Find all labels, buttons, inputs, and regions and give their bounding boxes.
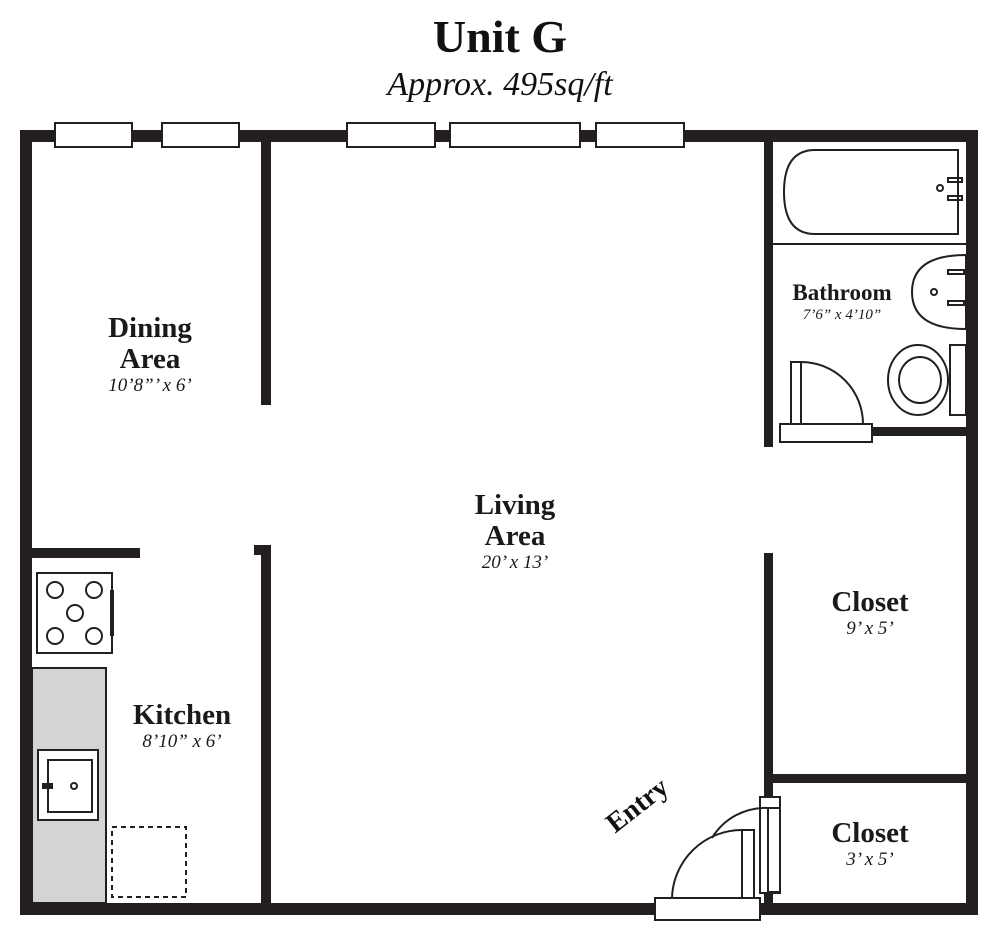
room-dining-name-2: Area xyxy=(119,343,181,375)
bath-door-swing xyxy=(800,361,864,425)
room-bathroom-dims: 7’6” x 4’10” xyxy=(802,307,882,323)
room-bathroom-name: Bathroom xyxy=(792,280,892,305)
room-closet-small-name: Closet xyxy=(831,817,909,849)
room-living-name-2: Area xyxy=(484,520,546,552)
room-dining: Dining Area 10’8”’ x 6’ xyxy=(50,313,250,397)
room-kitchen: Kitchen 8’10” x 6’ xyxy=(100,700,264,753)
room-dining-dims: 10’8”’ x 6’ xyxy=(108,375,192,396)
entry-door-threshold xyxy=(654,897,761,921)
exterior-walls xyxy=(20,130,978,915)
bathroom-fixtures xyxy=(773,149,967,443)
room-closet-large-dims: 9’ x 5’ xyxy=(846,618,894,639)
room-living: Living Area 20’ x 13’ xyxy=(415,490,615,574)
interior-walls xyxy=(32,142,966,913)
entry-doors xyxy=(654,796,781,921)
toilet xyxy=(887,344,949,416)
kitchen-fixtures xyxy=(31,572,187,904)
room-living-name-1: Living xyxy=(474,489,556,521)
room-living-dims: 20’ x 13’ xyxy=(481,552,549,573)
room-closet-small: Closet 3’ x 5’ xyxy=(790,818,950,871)
room-closet-large-name: Closet xyxy=(831,586,909,618)
fridge-space xyxy=(111,826,187,898)
bath-door-frame xyxy=(779,423,873,443)
room-closet-small-dims: 3’ x 5’ xyxy=(846,849,894,870)
room-bathroom: Bathroom 7’6” x 4’10” xyxy=(776,280,908,324)
room-closet-large: Closet 9’ x 5’ xyxy=(790,587,950,640)
entry-door-swing-2 xyxy=(711,806,769,839)
room-dining-name-1: Dining xyxy=(108,312,192,344)
sink xyxy=(910,253,967,331)
plan-title: Unit G xyxy=(432,11,568,62)
entry-door-swing-1 xyxy=(671,829,743,899)
room-kitchen-name: Kitchen xyxy=(132,699,232,731)
bathtub xyxy=(782,149,959,235)
windows xyxy=(54,122,685,148)
plan-subtitle: Approx. 495sq/ft xyxy=(387,66,613,103)
room-kitchen-dims: 8’10” x 6’ xyxy=(142,731,222,752)
